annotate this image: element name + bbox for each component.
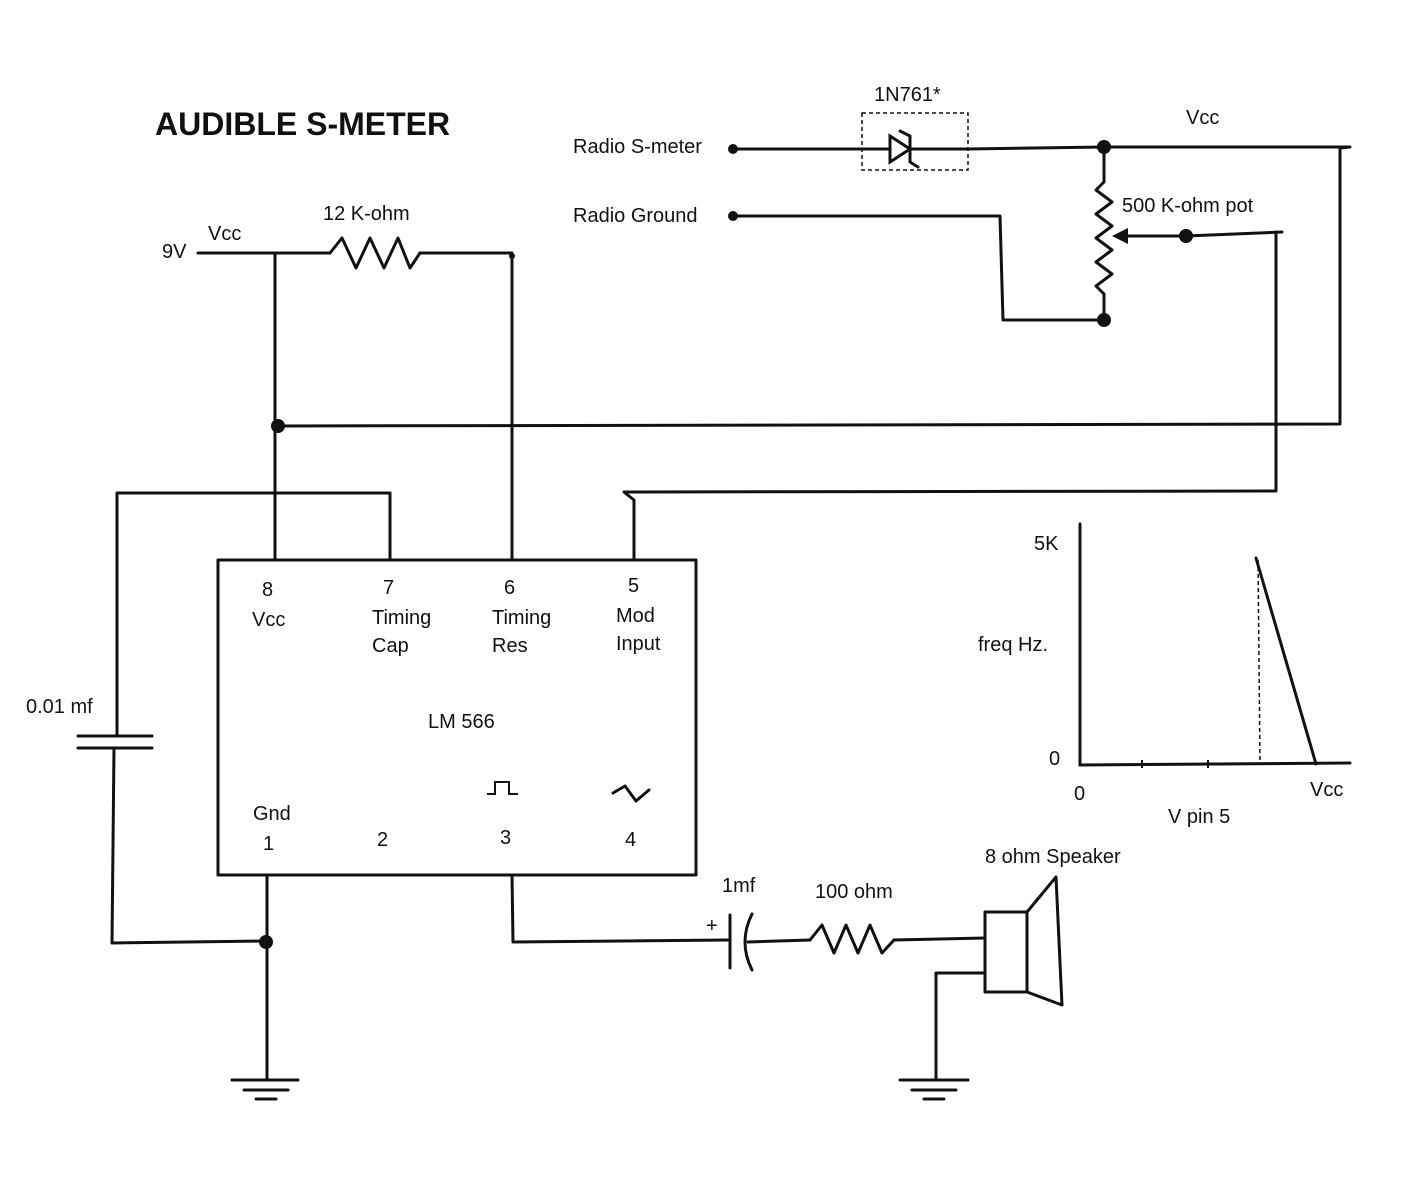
pin7-number: 7 (383, 577, 394, 599)
pin2-number: 2 (377, 829, 388, 851)
pin1-number: 1 (263, 833, 274, 855)
resistor-12k-symbol (328, 236, 422, 270)
wiper-to-pin5-wire (622, 230, 1278, 562)
pot-label: 500 K-ohm pot (1122, 195, 1254, 217)
diagram-title: AUDIBLE S-METER (155, 106, 450, 142)
graph-threshold-dashed-line (1257, 559, 1261, 764)
pin8-name: Vcc (252, 609, 285, 631)
pin4-number: 4 (625, 829, 636, 851)
pin5-number: 5 (628, 575, 639, 597)
vcc-rail-wire (276, 146, 1342, 428)
pot-wiper-arrow (1112, 228, 1128, 244)
ground-junction-dot (259, 935, 273, 949)
cap-to-resistor-wire (746, 938, 812, 944)
output-cap-plus: + (706, 915, 718, 937)
supply-vcc-label: Vcc (208, 223, 241, 245)
graph-x-max-label: Vcc (1310, 779, 1343, 801)
diode-label: 1N761* (874, 84, 941, 106)
pin5-name-line2: Input (616, 633, 661, 655)
ground-symbol-left (230, 1078, 300, 1101)
output-cap-label: 1mf (722, 875, 756, 897)
pin5-name-line1: Mod (616, 605, 655, 627)
graph-y-axis-label: freq Hz. (978, 634, 1048, 656)
zener-diode-icon (860, 129, 970, 169)
pot-resistor-symbol (1094, 145, 1114, 322)
diode-to-pot-wire (966, 145, 1352, 151)
square-wave-icon (487, 781, 518, 795)
pin3-number: 3 (500, 827, 511, 849)
graph-response-line (1254, 556, 1318, 766)
graph-x-zero-label: 0 (1074, 783, 1085, 805)
resistor-100-symbol (808, 923, 896, 955)
graph-y-zero-label: 0 (1049, 748, 1060, 770)
pin7-name-line1: Timing (372, 607, 431, 629)
resistor-12k-to-pin6-wire (418, 251, 514, 562)
pin8-number: 8 (262, 579, 273, 601)
graph-x-axis (1078, 761, 1352, 767)
resistor-100-label: 100 ohm (815, 881, 893, 903)
pin7-name-line2: Cap (372, 635, 409, 657)
radio-ground-label: Radio Ground (573, 205, 698, 227)
wiper-junction-dot (1179, 229, 1193, 243)
output-cap-curved-plate (743, 912, 754, 972)
pot-wiper-wire (1124, 230, 1284, 238)
radio-ground-to-pot-wire (731, 214, 1106, 322)
resistor-12k-label: 12 K-ohm (323, 203, 410, 225)
graph-x-axis-label: V pin 5 (1168, 806, 1230, 828)
chip-name-label: LM 566 (428, 711, 495, 733)
pin3-output-wire (510, 873, 730, 944)
triangle-wave-icon (611, 784, 651, 803)
vcc-top-label: Vcc (1186, 107, 1219, 129)
pin6-number: 6 (504, 577, 515, 599)
speaker-icon (983, 875, 1064, 1007)
lm566-chip-body (216, 558, 698, 877)
timing-cap-bottom-wire (110, 746, 269, 945)
diode-dashed-box (861, 112, 969, 171)
pin6-name-line2: Res (492, 635, 528, 657)
ground-symbol-speaker (898, 1078, 970, 1101)
radio-smeter-label: Radio S-meter (573, 136, 702, 158)
resistor-node-dot (509, 253, 515, 259)
graph-y-max-label: 5K (1034, 533, 1059, 555)
timing-cap-label: 0.01 mf (26, 696, 93, 718)
pin6-name-line1: Timing (492, 607, 551, 629)
speaker-label: 8 ohm Speaker (985, 846, 1121, 868)
pin1-name: Gnd (253, 803, 291, 825)
timing-cap-top-wire (115, 491, 392, 737)
resistor-to-speaker-wire (892, 936, 987, 942)
supply-voltage-label: 9V (162, 241, 187, 263)
speaker-ground-wire (934, 971, 987, 1082)
